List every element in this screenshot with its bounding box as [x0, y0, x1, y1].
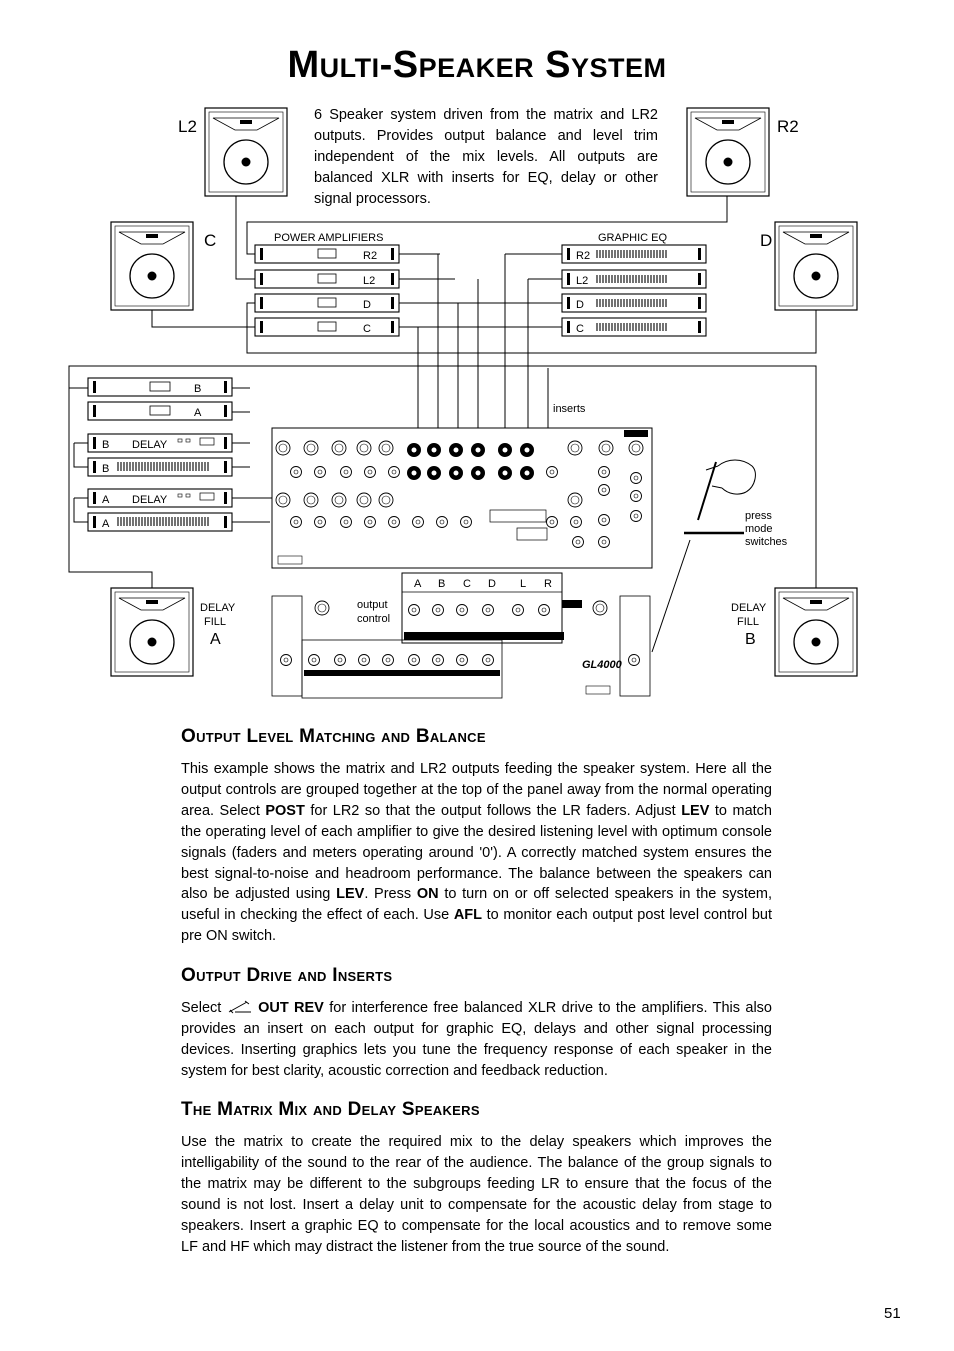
speaker-delay-a [110, 587, 194, 677]
speaker-d-label: D [760, 231, 772, 250]
press-label-1: press [745, 510, 772, 522]
wiring [68, 196, 817, 653]
speaker-l2 [204, 107, 288, 197]
speaker-delay-a-label2: FILL [204, 616, 226, 628]
output-col-a: A [414, 578, 422, 590]
press-label-3: switches [745, 536, 788, 548]
speaker-l2-label: L2 [178, 117, 197, 136]
section1-heading: Output Level Matching and Balance [181, 726, 486, 747]
output-control-label-1: output [357, 599, 388, 611]
output-col-d: D [488, 578, 496, 590]
inserts-label: inserts [553, 403, 586, 415]
press-label-2: mode [745, 523, 773, 535]
hand-pressing-switches [684, 459, 756, 535]
speaker-delay-b-label1: DELAY [731, 602, 767, 614]
delay-eq-a: A [102, 518, 110, 530]
speaker-delay-b [774, 587, 858, 677]
delay-rack [87, 377, 233, 532]
page-title: Multi-Speaker System [287, 44, 667, 86]
graphic-eq-label: GRAPHIC EQ [598, 232, 668, 244]
section3-body: Use the matrix to create the required mi… [181, 1134, 772, 1255]
speaker-r2 [686, 107, 770, 197]
amp-channel-r2: R2 [363, 250, 377, 262]
delay-unit-b-label: DELAY [132, 439, 168, 451]
amp-channel-c: C [363, 323, 371, 335]
eq-channel-d: D [576, 299, 584, 311]
delay-unit-a: A [102, 494, 110, 506]
delay-amp-a: A [194, 407, 202, 419]
output-col-c: C [463, 578, 471, 590]
speaker-delay-a-label3: A [210, 631, 221, 648]
speaker-c [110, 221, 194, 311]
output-control-label-2: control [357, 613, 390, 625]
output-col-r: R [544, 578, 552, 590]
eq-channel-l2: L2 [576, 275, 588, 287]
power-amplifiers-label: POWER AMPLIFIERS [274, 232, 383, 244]
speaker-system-diagram: L2 R2 C D DELAY FILL A DELAY FILL B POWE… [68, 107, 858, 699]
console-rear-panel [271, 427, 653, 569]
speaker-d [774, 221, 858, 311]
intro-text: 6 Speaker system driven from the matrix … [314, 107, 658, 207]
section1-body: This example shows the matrix and LR2 ou… [181, 761, 773, 945]
delay-eq-b: B [102, 463, 109, 475]
delay-amp-b: B [194, 383, 201, 395]
output-control-panel [271, 572, 651, 699]
pen-icon [228, 1000, 251, 1014]
speaker-c-label: C [204, 231, 216, 250]
amp-channel-l2: L2 [363, 275, 375, 287]
section3-heading: The Matrix Mix and Delay Speakers [181, 1099, 480, 1120]
speaker-delay-a-label1: DELAY [200, 602, 236, 614]
output-col-l: L [520, 578, 526, 590]
amp-channel-d: D [363, 299, 371, 311]
eq-channel-r2: R2 [576, 250, 590, 262]
output-col-b: B [438, 578, 445, 590]
speaker-delay-b-label3: B [745, 631, 756, 648]
page-number: 51 [884, 1305, 901, 1322]
delay-unit-b: B [102, 439, 109, 451]
speaker-delay-b-label2: FILL [737, 616, 759, 628]
delay-unit-a-label: DELAY [132, 494, 168, 506]
section2-heading: Output Drive and Inserts [181, 965, 393, 986]
power-amp-rack [254, 244, 400, 337]
speaker-r2-label: R2 [777, 117, 799, 136]
eq-channel-c: C [576, 323, 584, 335]
section2-body: Select OUT REV for interference free bal… [181, 1000, 772, 1079]
graphic-eq-rack [561, 244, 707, 337]
console-logo: GL4000 [582, 659, 623, 671]
